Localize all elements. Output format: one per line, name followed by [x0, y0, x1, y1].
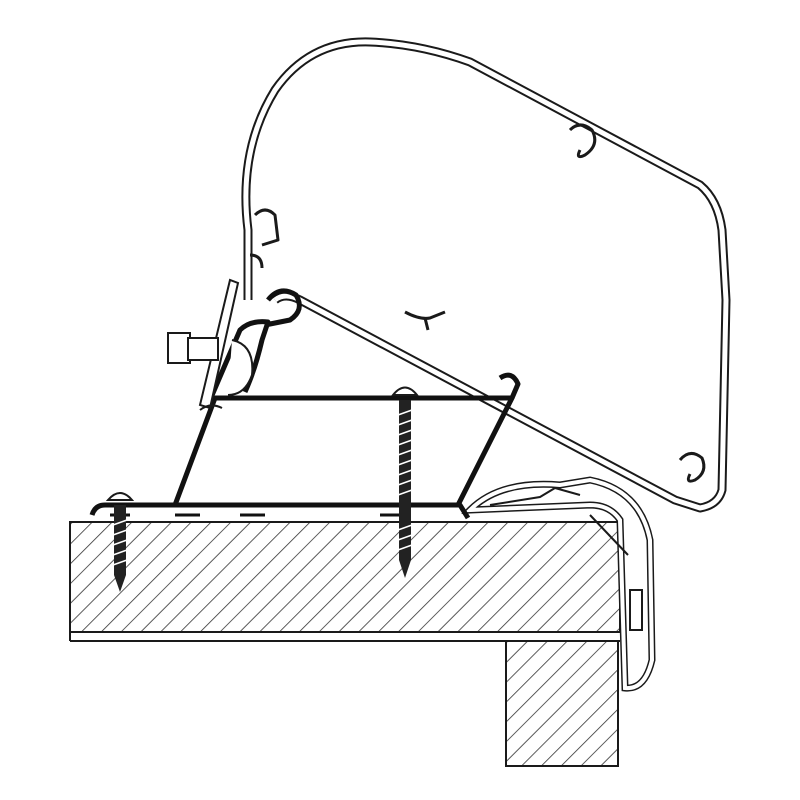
wall-section — [505, 640, 619, 767]
roof-section — [69, 521, 621, 642]
screw-right — [390, 386, 420, 578]
adapter-bracket — [89, 288, 521, 520]
mounting-screws — [105, 386, 420, 592]
screw-left — [105, 492, 135, 592]
awning-housing — [241, 37, 731, 513]
clamp-bolt — [167, 278, 254, 411]
edge-profile — [461, 476, 656, 692]
